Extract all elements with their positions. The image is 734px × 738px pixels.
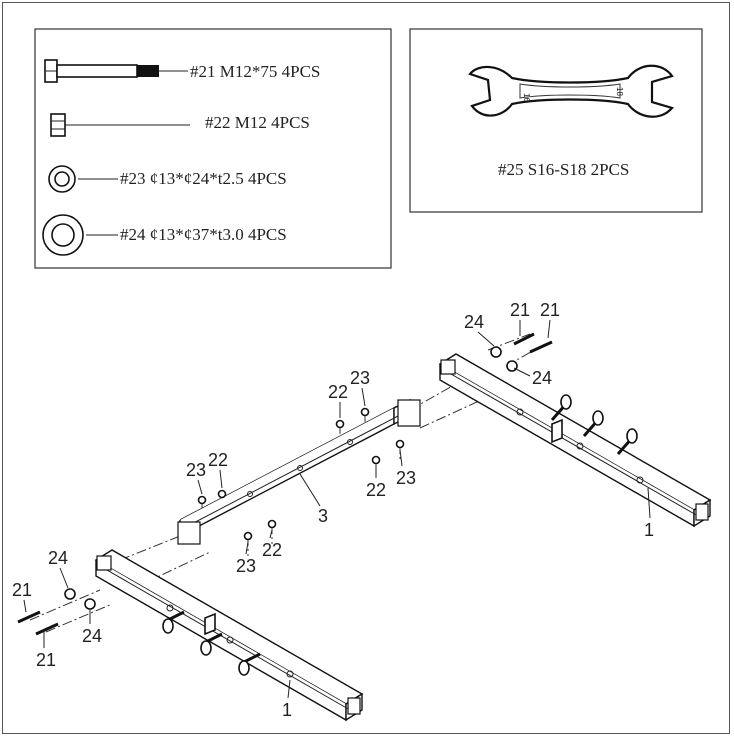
part-24-label: #24 ¢13*¢37*t3.0 4PCS	[120, 225, 287, 244]
part-23-label: #23 ¢13*¢24*t2.5 4PCS	[120, 169, 287, 188]
callout-24: 24	[464, 312, 484, 332]
callout-24: 24	[82, 626, 102, 646]
wrench-size-right: 18	[615, 87, 624, 96]
part-21-label: #21 M12*75 4PCS	[190, 62, 320, 81]
leader-lines	[23, 319, 651, 699]
bolt-icon	[44, 59, 188, 83]
tool-box	[409, 28, 703, 213]
callout-22: 22	[262, 540, 282, 560]
wrench-icon	[468, 64, 674, 118]
part-22-label: #22 M12 4PCS	[205, 113, 310, 132]
callout-1: 1	[282, 700, 292, 720]
hardware-cluster	[17, 332, 553, 636]
callout-21: 21	[36, 650, 56, 670]
callout-22: 22	[366, 480, 386, 500]
part-25-label: #25 S16-S18 2PCS	[498, 160, 629, 179]
callout-24: 24	[532, 368, 552, 388]
callout-23: 23	[350, 368, 370, 388]
callout-23: 23	[396, 468, 416, 488]
callout-23: 23	[186, 460, 206, 480]
callout-1: 1	[644, 520, 654, 540]
callout-21: 21	[12, 580, 32, 600]
callout-22: 22	[208, 450, 228, 470]
callout-3: 3	[318, 506, 328, 526]
nut-icon	[50, 113, 190, 137]
cross-member	[177, 398, 421, 545]
parts-list-box	[34, 28, 392, 269]
callout-21: 21	[540, 300, 560, 320]
callout-22: 22	[328, 382, 348, 402]
callout-24: 24	[48, 548, 68, 568]
back-base-rail	[438, 353, 712, 528]
front-base-rail	[94, 549, 364, 722]
washer-icon	[42, 214, 118, 256]
washer-icon	[48, 165, 118, 193]
callout-23: 23	[236, 556, 256, 576]
callout-21: 21	[510, 300, 530, 320]
wrench-size-left: 16	[522, 93, 531, 102]
